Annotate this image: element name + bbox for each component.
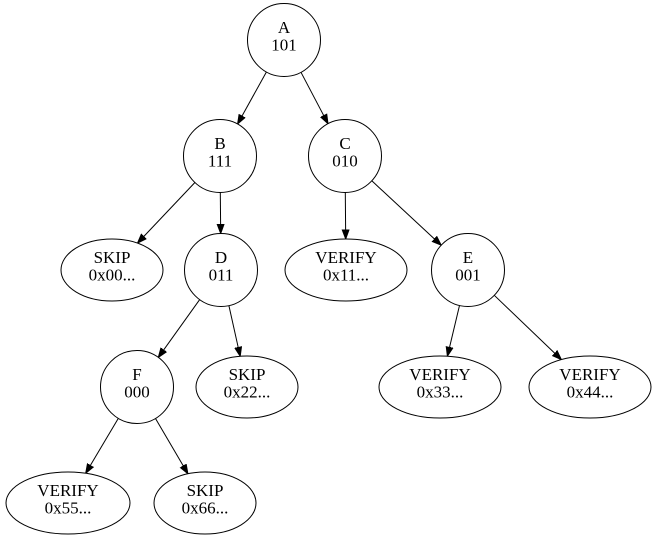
- edge-d-skip-22: [228, 305, 240, 357]
- node-f-shape: [100, 350, 174, 424]
- edge-a-b: [238, 71, 267, 124]
- node-skip-66-value: 0x66...: [182, 499, 229, 518]
- node-verify-44-label: VERIFY: [559, 365, 620, 384]
- node-b-shape: [183, 119, 257, 193]
- node-b-label: B: [214, 134, 225, 153]
- node-verify-33-shape: [378, 355, 502, 419]
- node-verify-55-label: VERIFY: [37, 481, 98, 500]
- node-a-shape: [247, 3, 321, 77]
- edge-a-c: [300, 72, 328, 123]
- node-skip-66-label: SKIP: [187, 481, 224, 500]
- edge-e-verify-44: [493, 294, 561, 359]
- node-e-shape: [431, 233, 505, 307]
- node-e-label: E: [463, 248, 473, 267]
- node-d-value: 011: [209, 266, 234, 285]
- node-c-label: C: [339, 134, 350, 153]
- node-verify-33-label: VERIFY: [409, 365, 470, 384]
- node-skip-22-label: SKIP: [229, 365, 266, 384]
- node-a-value: 101: [271, 36, 297, 55]
- node-verify-11-label: VERIFY: [315, 248, 376, 267]
- edge-e-verify-33: [447, 305, 460, 357]
- node-verify-11-shape: [284, 238, 408, 302]
- node-e-value: 001: [455, 266, 481, 285]
- node-f-label: F: [132, 365, 141, 384]
- edge-f-verify-55: [86, 418, 119, 473]
- node-c-shape: [308, 119, 382, 193]
- node-skip-00-value: 0x00...: [89, 266, 136, 285]
- node-c-value: 010: [332, 152, 358, 171]
- edge-d-f: [158, 299, 201, 358]
- node-verify-55-shape: [5, 471, 131, 535]
- edge-f-skip-66: [155, 418, 188, 474]
- node-a-label: A: [278, 18, 291, 37]
- node-skip-22-shape: [195, 355, 299, 419]
- node-b-value: 111: [208, 152, 232, 171]
- node-verify-11-value: 0x11...: [323, 266, 369, 285]
- node-d-label: D: [215, 248, 227, 267]
- node-skip-00-shape: [60, 238, 164, 302]
- node-f-value: 000: [124, 383, 150, 402]
- edge-b-skip-00: [138, 182, 196, 244]
- node-verify-44-shape: [528, 355, 652, 419]
- node-d-shape: [184, 233, 258, 307]
- node-verify-33-value: 0x33...: [417, 383, 464, 402]
- edge-c-e: [371, 180, 441, 245]
- node-skip-66-shape: [153, 471, 257, 535]
- node-verify-44-value: 0x44...: [567, 383, 614, 402]
- node-skip-00-label: SKIP: [94, 248, 131, 267]
- node-verify-55-value: 0x55...: [45, 499, 92, 518]
- node-skip-22-value: 0x22...: [224, 383, 271, 402]
